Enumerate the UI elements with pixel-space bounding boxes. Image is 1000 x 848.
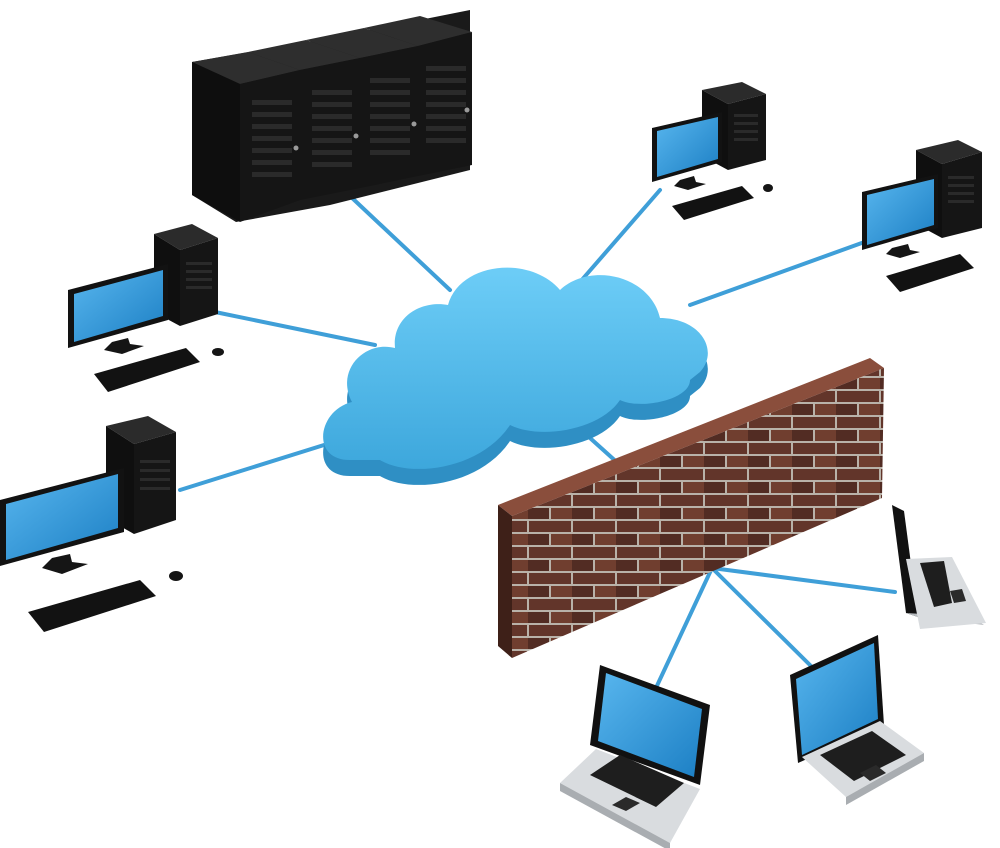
firewall-brick-wall-icon (498, 358, 884, 658)
link-desktop-left-top-cloud (213, 310, 377, 347)
server-unit (306, 28, 418, 188)
server-rack-icon (192, 10, 472, 222)
desktop-computer-icon (862, 140, 982, 292)
desktop-computer-icon (652, 82, 773, 220)
link-server-cloud (348, 194, 452, 292)
desktop-computer-icon (68, 224, 224, 392)
cloud-icon (323, 267, 708, 485)
link-desktop-right-cloud (688, 238, 872, 307)
laptop-icon (892, 505, 986, 629)
server-unit (192, 52, 300, 222)
laptop-icon (560, 665, 710, 848)
laptop-icon (790, 635, 924, 805)
link-firewall-laptop-bottom-left (653, 566, 714, 692)
link-desktop-top-right-cloud (578, 188, 662, 284)
desktop-computer-icon (0, 416, 183, 632)
link-firewall-laptop-right (710, 566, 897, 594)
link-firewall-laptop-bottom-right (710, 566, 817, 672)
link-desktop-left-bottom-cloud (178, 438, 342, 492)
server-unit (248, 40, 360, 200)
server-unit (364, 16, 472, 176)
